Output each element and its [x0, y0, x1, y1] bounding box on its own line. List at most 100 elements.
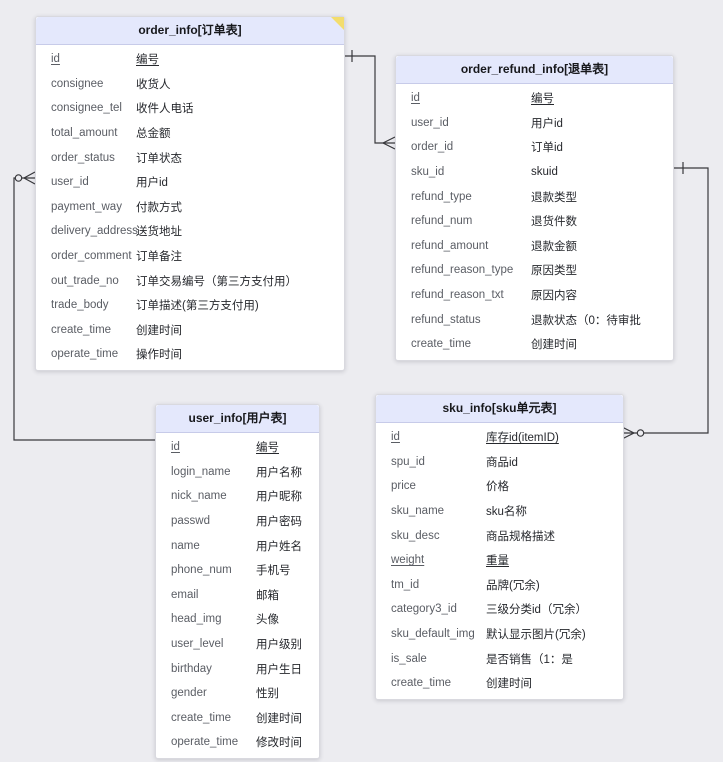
field-name: refund_type — [411, 190, 472, 203]
field-name: login_name — [171, 465, 231, 478]
field-comment: 原因类型 — [531, 265, 577, 278]
field-name: out_trade_no — [51, 274, 119, 287]
field-name: user_id — [411, 116, 449, 129]
table-row: is_sale 是否销售（1：是 — [376, 646, 623, 671]
field-name: phone_num — [171, 564, 232, 577]
field-name: user_level — [171, 638, 224, 651]
field-comment: 用户密码 — [256, 516, 302, 529]
field-name: gender — [171, 687, 207, 700]
field-comment: 邮箱 — [256, 589, 279, 602]
table-title: user_info[用户表] — [188, 411, 287, 425]
table-row: login_name 用户名称 — [156, 460, 319, 485]
field-comment: 退款类型 — [531, 191, 577, 204]
field-comment: 总金额 — [136, 128, 171, 141]
field-comment: 用户生日 — [256, 663, 302, 676]
field-name: total_amount — [51, 127, 118, 140]
field-comment: 用户昵称 — [256, 491, 302, 504]
field-comment: 订单id — [531, 142, 563, 155]
table-header: order_refund_info[退单表] — [396, 56, 673, 84]
table-row: passwd 用户密码 — [156, 509, 319, 534]
field-name: weight — [391, 554, 425, 567]
field-comment: 创建时间 — [486, 678, 532, 691]
field-comment: 编号 — [531, 93, 554, 106]
field-name: id — [391, 431, 400, 444]
crow-foot-icon — [381, 136, 396, 150]
table-header: user_info[用户表] — [156, 405, 319, 433]
field-comment: 用户级别 — [256, 639, 302, 652]
table-title: order_refund_info[退单表] — [460, 62, 609, 76]
field-comment: 操作时间 — [136, 349, 182, 362]
field-comment: 修改时间 — [256, 737, 302, 750]
field-comment: 用户姓名 — [256, 540, 302, 553]
field-name: create_time — [391, 677, 452, 690]
field-comment: 订单备注 — [136, 251, 182, 264]
relation-order-to-refund-line — [343, 55, 395, 144]
field-comment: 编号 — [256, 442, 279, 455]
field-name: order_status — [51, 151, 115, 164]
field-name: refund_status — [411, 313, 481, 326]
field-name: is_sale — [391, 652, 427, 665]
field-comment: 用户id — [136, 177, 168, 190]
field-name: operate_time — [51, 348, 119, 361]
field-comment: 创建时间 — [256, 712, 302, 725]
field-name: payment_way — [51, 200, 122, 213]
field-name: delivery_address — [51, 225, 138, 238]
table-row: order_comment 订单备注 — [36, 244, 344, 269]
field-name: refund_amount — [411, 239, 489, 252]
field-name: price — [391, 480, 416, 493]
field-comment: 是否销售（1：是 — [486, 653, 573, 666]
field-name: order_comment — [51, 250, 132, 263]
table-row: order_status 订单状态 — [36, 145, 344, 170]
field-name: sku_id — [411, 166, 445, 179]
field-name: passwd — [171, 515, 210, 528]
field-comment: 编号 — [136, 54, 159, 67]
field-comment: 价格 — [486, 481, 509, 494]
field-comment: 商品规格描述 — [486, 530, 555, 543]
field-name: refund_num — [411, 215, 473, 228]
table-row: user_level 用户级别 — [156, 632, 319, 657]
field-comment: 原因内容 — [531, 290, 577, 303]
field-name: consignee_tel — [51, 102, 122, 115]
field-name: spu_id — [391, 455, 425, 468]
field-name: refund_reason_type — [411, 264, 514, 277]
field-name: head_img — [171, 613, 222, 626]
zero-circle-icon — [636, 429, 645, 437]
table-header: order_info[订单表] — [36, 17, 344, 45]
field-comment: 重量 — [486, 555, 509, 568]
field-comment: 创建时间 — [136, 324, 182, 337]
field-name: order_id — [411, 141, 454, 154]
field-name: sku_default_img — [391, 628, 475, 641]
field-comment: 订单状态 — [136, 152, 182, 165]
field-comment: 创建时间 — [531, 339, 577, 352]
table-row: price 价格 — [376, 474, 623, 499]
field-comment: 用户名称 — [256, 466, 302, 479]
